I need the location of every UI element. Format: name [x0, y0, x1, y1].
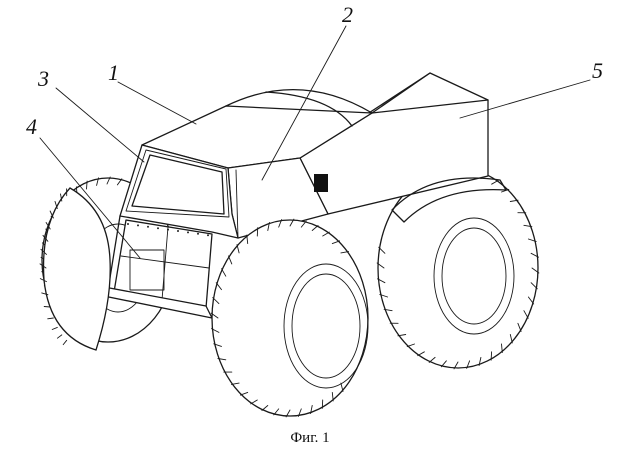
tread-lug — [42, 234, 49, 242]
tread-lug — [501, 343, 503, 354]
tread-lug — [378, 246, 386, 254]
tread-lug — [215, 282, 222, 291]
tread-lug — [210, 312, 219, 319]
tread-lug — [440, 360, 447, 368]
cabin — [119, 88, 373, 239]
tread-lug — [383, 308, 393, 312]
tread-lug — [41, 292, 49, 296]
tread-lug — [212, 297, 220, 305]
label-1: 1 — [108, 60, 119, 85]
label-3: 3 — [37, 66, 49, 91]
tread-lug — [531, 267, 540, 274]
tread-lug — [278, 219, 283, 228]
rivet — [207, 234, 209, 237]
rivet — [127, 223, 129, 225]
tread-lug — [509, 199, 519, 202]
tread-lug — [267, 221, 270, 231]
tread-lug — [530, 282, 538, 290]
tread-lug — [527, 296, 535, 305]
tread-lug — [300, 220, 307, 228]
figure-caption: Фиг. 1 — [290, 430, 329, 446]
tread-lug — [211, 328, 220, 333]
tread-lug — [86, 180, 88, 190]
rivet — [187, 231, 189, 234]
front-left-wheel — [39, 187, 111, 351]
tread-lug — [376, 262, 385, 269]
tread-lug — [406, 343, 415, 348]
tread-lug — [331, 391, 334, 402]
tread-lug — [116, 178, 123, 186]
tread-lug — [39, 263, 47, 269]
rivet — [167, 228, 169, 231]
tread-lug — [289, 218, 295, 227]
tread-lug — [47, 317, 54, 320]
tread-lug — [377, 278, 386, 284]
tread-lug — [273, 408, 280, 416]
tread-lug — [491, 179, 499, 185]
label-5: 5 — [592, 58, 603, 83]
tread-lug — [40, 248, 47, 255]
tread-lug — [285, 409, 291, 418]
tread-lug — [228, 255, 233, 265]
tread-lug — [39, 278, 47, 283]
rivet — [137, 224, 139, 227]
tread-lug — [106, 176, 111, 185]
tread-lug — [213, 343, 222, 347]
tread-lug — [453, 361, 459, 370]
rivet — [197, 232, 199, 235]
tread-lug — [250, 399, 258, 405]
rear-right-wheel — [376, 167, 540, 370]
tread-lug — [466, 360, 471, 369]
tread-lug — [221, 268, 227, 277]
tread-lug — [51, 326, 58, 330]
tread-lug — [236, 244, 240, 254]
tread-lug — [501, 188, 510, 193]
label-2: 2 — [342, 2, 353, 27]
tread-lug — [331, 240, 341, 245]
tread-lug — [230, 382, 240, 385]
label-4: 4 — [26, 114, 37, 139]
tread-lug — [340, 251, 350, 254]
tread-lug — [60, 193, 63, 202]
tread-lug — [297, 408, 302, 417]
tread-lug — [397, 334, 407, 337]
tread-lug — [379, 293, 389, 298]
tread-lug — [311, 225, 319, 231]
tread-lug — [49, 210, 54, 219]
tread-lug — [62, 339, 68, 346]
tread-lug — [417, 351, 425, 357]
side-marker — [314, 174, 328, 192]
tread-lug — [239, 391, 249, 396]
tread-lug — [517, 322, 522, 332]
tread-lug — [428, 356, 436, 363]
tread-lug — [478, 356, 482, 366]
tread-lug — [523, 310, 529, 319]
tread-lug — [45, 222, 51, 230]
tread-lug — [527, 238, 537, 243]
front-hatch — [87, 215, 213, 319]
tread-lug — [523, 224, 533, 228]
rivet — [177, 230, 179, 232]
tread-lug — [43, 306, 51, 308]
rivet — [157, 227, 159, 230]
tread-lug — [509, 334, 513, 344]
tread-lug — [261, 405, 269, 411]
tread-lug — [322, 231, 330, 237]
tread-lug — [530, 252, 539, 258]
tread-lug — [96, 177, 99, 186]
tread-lug — [217, 358, 227, 361]
tread-lug — [310, 405, 313, 415]
tread-lug — [490, 351, 493, 361]
tread-lug — [56, 334, 63, 339]
rivet — [147, 225, 149, 228]
tread-lug — [246, 234, 249, 245]
front-right-wheel — [210, 218, 369, 418]
leader-lines — [39, 25, 591, 259]
tread-lug — [54, 200, 58, 210]
